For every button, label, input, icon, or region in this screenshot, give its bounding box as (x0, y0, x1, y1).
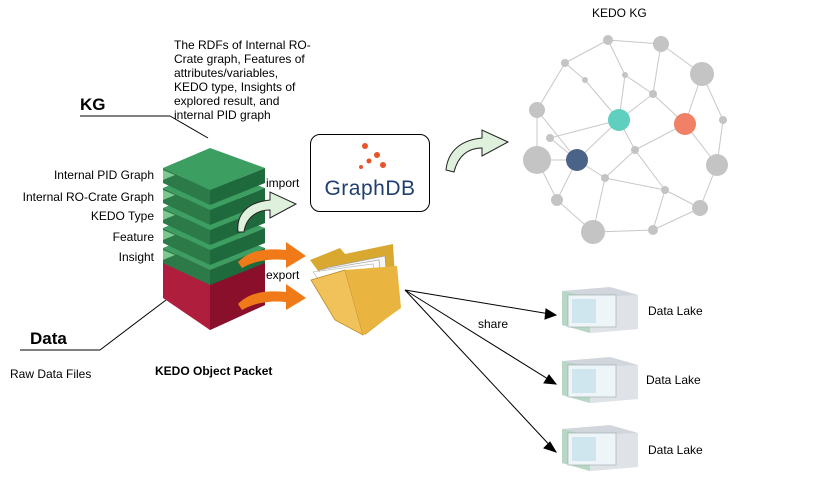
network-node (581, 220, 605, 244)
network-node (653, 36, 669, 52)
network-node (523, 146, 551, 174)
network-node-teal (608, 109, 630, 131)
data-lake-icon (562, 425, 638, 471)
graphdb-box: GraphDB (310, 134, 430, 212)
share-arrows (404, 289, 558, 453)
network-node (661, 186, 669, 194)
network-node (546, 134, 554, 142)
kg-description-line: KEDO type, Insights of (174, 80, 296, 94)
network-node (551, 194, 563, 206)
kedo-kg-title: KEDO KG (592, 6, 647, 20)
network-node (529, 102, 545, 118)
kg-description-line: Crate graph, Features of (174, 52, 305, 66)
kg-heading: KG (80, 95, 106, 114)
graphdb-logo-icon (359, 143, 386, 169)
share-label: share (478, 317, 509, 331)
data-lake-label: Data Lake (646, 373, 701, 387)
network-node (692, 200, 708, 216)
network-nodes (523, 35, 728, 244)
folder-icon (310, 244, 401, 336)
export-arrow-lower (238, 284, 306, 310)
network-node (622, 72, 628, 78)
kg-layer (163, 148, 265, 205)
export-arrow-upper (238, 242, 306, 268)
graphdb-label: GraphDB (324, 177, 416, 200)
layer-label-insight: Insight (118, 250, 154, 264)
data-lake-icon (562, 287, 638, 333)
network-node (706, 154, 728, 176)
layer-label-feature: Feature (112, 230, 154, 244)
network-node (561, 59, 569, 67)
kg-arrow (445, 129, 510, 173)
import-label: import (266, 176, 300, 190)
kedo-kg-network (523, 35, 728, 244)
import-arrow (237, 191, 298, 233)
data-lake-label: Data Lake (648, 304, 703, 318)
data-lake-label: Data Lake (648, 443, 703, 457)
kg-description-line: internal PID graph (174, 108, 271, 122)
data-heading: Data (30, 329, 67, 348)
network-node (719, 116, 727, 124)
packet-label: KEDO Object Packet (155, 364, 273, 378)
network-node (648, 225, 658, 235)
kg-description: The RDFs of Internal RO- Crate graph, Fe… (174, 38, 311, 122)
kg-description-line: The RDFs of Internal RO- (174, 38, 311, 52)
layer-label-internal-ro-crate-graph: Internal RO-Crate Graph (22, 190, 154, 204)
kg-description-line: explored result, and (174, 94, 280, 108)
kg-description-line: attributes/variables, (174, 66, 279, 80)
network-node (631, 146, 639, 154)
layer-label-internal-pid-graph: Internal PID Graph (53, 168, 154, 182)
raw-data-label: Raw Data Files (10, 367, 92, 381)
network-node-navy (566, 149, 588, 171)
layer-label-kedo-type: KEDO Type (90, 209, 154, 223)
network-node (603, 35, 613, 45)
network-node (690, 62, 714, 86)
network-node (601, 174, 609, 182)
network-node (649, 90, 657, 98)
network-node (582, 77, 588, 83)
network-node-salmon (674, 113, 696, 135)
export-label: export (266, 268, 300, 282)
data-lake-icon (562, 357, 638, 403)
